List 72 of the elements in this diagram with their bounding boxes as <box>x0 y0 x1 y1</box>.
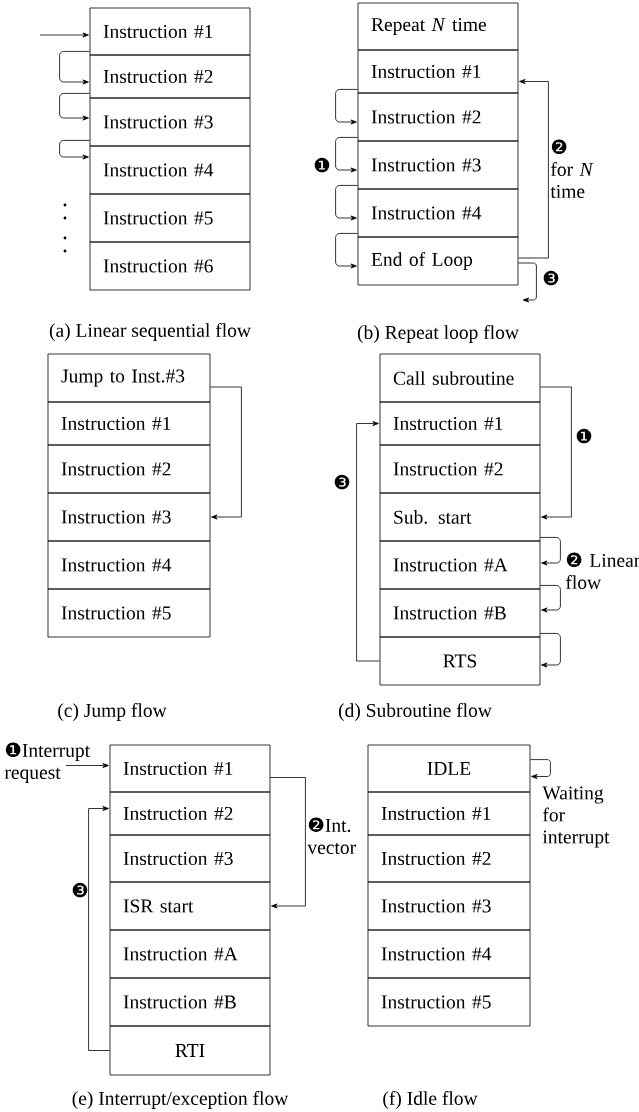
instruction-cell: Instruction #1 <box>89 7 251 56</box>
figure-caption: (d) Subroutine flow <box>338 703 492 721</box>
edge-label: ❸ <box>334 474 350 490</box>
arrow <box>210 386 242 520</box>
instruction-cell: RTS <box>379 636 541 686</box>
arrow <box>88 806 110 1051</box>
arrow <box>530 759 551 779</box>
instruction-cell: Instruction #2 <box>379 444 541 494</box>
arrow <box>39 32 89 38</box>
arrow <box>540 585 561 613</box>
arrow <box>518 79 549 259</box>
instruction-cell: Sub. start <box>379 492 541 542</box>
instruction-cell: End of Loop <box>357 236 519 286</box>
edge-label: ❷Int. vector <box>307 817 356 854</box>
instruction-cell: Instruction #5 <box>47 588 211 638</box>
instruction-cell: Instruction #A <box>109 929 271 979</box>
instruction-cell: Instruction #3 <box>357 140 519 190</box>
instruction-cell: Instruction #3 <box>89 97 251 147</box>
arrow <box>335 89 358 125</box>
arrow <box>59 140 90 160</box>
instruction-cell: Instruction #A <box>379 540 541 590</box>
instruction-cell: Instruction #2 <box>47 444 211 494</box>
instruction-cell: Instruction #2 <box>109 791 271 836</box>
arrow <box>518 262 537 303</box>
edge-label: ❶Interrupt request <box>4 742 90 783</box>
arrow <box>65 763 109 768</box>
instruction-cell: Instruction #2 <box>89 54 251 99</box>
arrow <box>540 633 561 668</box>
figure-caption: (c) Jump flow <box>58 703 167 721</box>
figure-caption: (a) Linear sequential flow <box>49 323 251 341</box>
instruction-cell: Instruction #5 <box>367 977 531 1027</box>
instruction-cell: Instruction #3 <box>47 492 211 542</box>
arrow <box>270 777 306 909</box>
instruction-cell: Instruction #4 <box>357 188 519 238</box>
arrow <box>335 137 358 173</box>
arrow <box>540 537 561 566</box>
instruction-cell: Instruction #1 <box>357 49 519 94</box>
instruction-cell: Instruction #6 <box>89 241 251 291</box>
instruction-cell: Instruction #2 <box>367 834 531 883</box>
instruction-cell: Instruction #1 <box>47 401 211 446</box>
instruction-cell: Instruction #4 <box>89 145 251 195</box>
instruction-cell: ISR start <box>109 881 271 931</box>
instruction-cell: Instruction #3 <box>109 834 271 883</box>
edge-label: ❶ <box>576 428 592 444</box>
instruction-cell: Call subroutine <box>379 353 541 403</box>
step-number: ❶ <box>314 157 330 173</box>
instruction-cell: Instruction #5 <box>89 193 251 243</box>
instruction-cell: Instruction #B <box>379 588 541 638</box>
arrow <box>59 51 90 85</box>
figure-caption: (f) Idle flow <box>383 1091 478 1109</box>
arrow <box>335 233 358 269</box>
arrow <box>356 421 380 662</box>
instruction-cell: Instruction #2 <box>357 92 519 142</box>
instruction-cell: Instruction #1 <box>109 744 271 793</box>
instruction-cell: Repeat N time <box>357 2 519 51</box>
edge-label: ❸ <box>543 270 559 286</box>
arrow <box>335 185 358 221</box>
instruction-cell: Instruction #1 <box>379 401 541 446</box>
edge-label: ❷ for N time <box>550 139 594 198</box>
instruction-cell: RTI <box>109 1025 271 1076</box>
edge-label: ❸ <box>72 882 88 898</box>
edge-label: Waiting for interrupt <box>542 786 610 848</box>
figure-caption: (b) Repeat loop flow <box>357 325 519 343</box>
instruction-cell: Instruction #3 <box>367 881 531 931</box>
instruction-cell: IDLE <box>367 744 531 793</box>
arrow <box>59 93 90 121</box>
instruction-cell: Instruction #1 <box>367 791 531 836</box>
instruction-cell: Instruction #B <box>109 977 271 1027</box>
instruction-cell: Instruction #4 <box>47 540 211 590</box>
instruction-cell: Instruction #4 <box>367 929 531 979</box>
arrow <box>540 386 572 520</box>
instruction-cell: Jump to Inst.#3 <box>47 353 211 403</box>
